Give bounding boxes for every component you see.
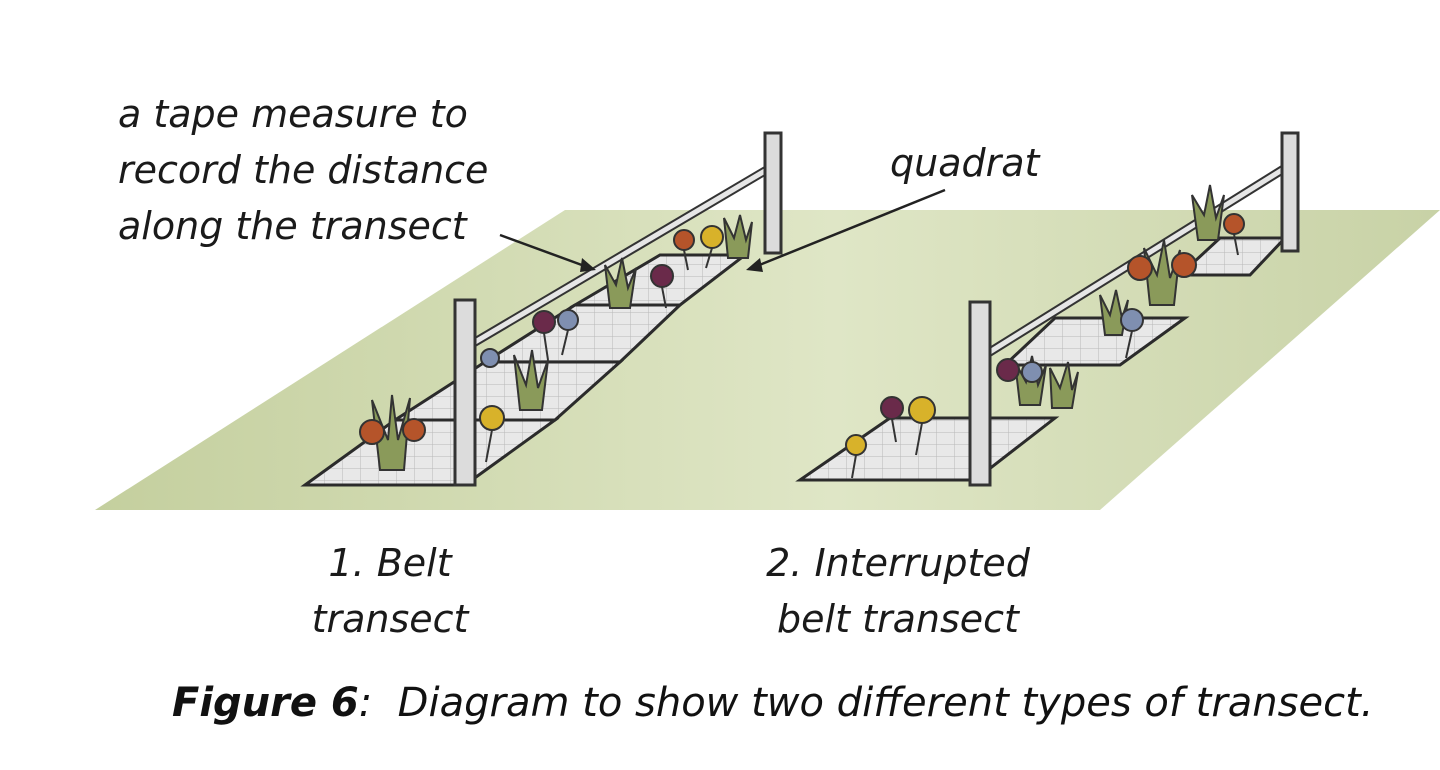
quadrat-leader-line (751, 188, 946, 270)
caption-line: transect (311, 597, 469, 641)
post (1280, 131, 1300, 253)
figure-caption-text: Diagram to show two different types of t… (372, 680, 1374, 726)
tape-measure-annotation: a tape measure to record the distance al… (118, 86, 488, 254)
belt-transect (300, 131, 783, 487)
quadrat-leader-arrowhead (746, 258, 763, 272)
tape-leader-arrowhead (580, 258, 596, 272)
flower (845, 213, 1245, 479)
tape-leader-line (499, 233, 591, 270)
figure-separator: : (358, 680, 373, 726)
caption-line: belt transect (777, 597, 1019, 641)
annotation-line: a tape measure to (118, 92, 468, 136)
interrupted-transect-caption: 2. Interrupted belt transect (748, 535, 1048, 647)
annotation-line: record the distance (118, 148, 489, 192)
interrupted-belt-transect (795, 131, 1300, 487)
figure-label: Figure 6 (172, 680, 359, 726)
post (453, 298, 477, 487)
figure-caption: Figure 6: Diagram to show two different … (172, 680, 1373, 726)
post (968, 300, 992, 487)
quadrat (1001, 316, 1190, 367)
flower (359, 225, 724, 463)
post (763, 131, 783, 255)
quadrat-annotation: quadrat (890, 141, 1040, 185)
caption-line: 2. Interrupted (766, 541, 1030, 585)
caption-line: 1. Belt (328, 541, 452, 585)
grass-clump (371, 214, 753, 471)
annotation-line: along the transect (118, 204, 467, 248)
belt-transect-caption: 1. Belt transect (305, 535, 475, 647)
